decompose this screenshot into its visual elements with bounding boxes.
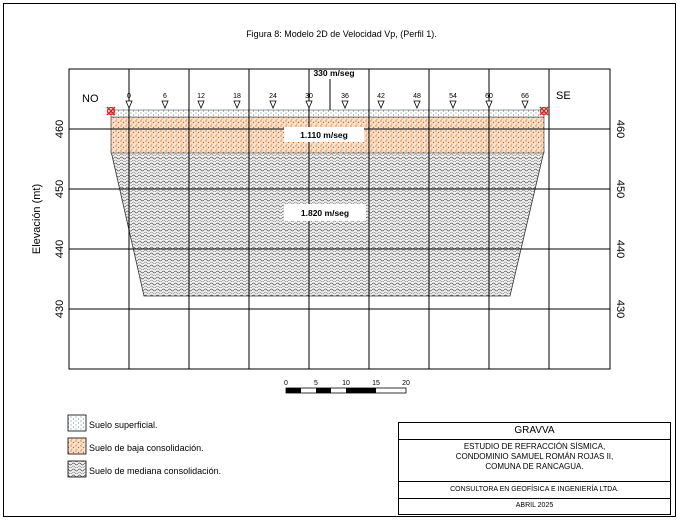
- geophone-labels: 0 6 12 18 24 30 36 42 48 54 60 66: [127, 93, 529, 100]
- velocity-label-surface: 330 m/seg: [313, 68, 354, 78]
- scale-tick: 10: [342, 380, 350, 387]
- title-block-date: ABRIL 2025: [515, 502, 554, 509]
- geophone-icon: [521, 100, 529, 110]
- figure-title: Figura 8: Modelo 2D de Velocidad Vp, (Pe…: [246, 29, 437, 39]
- model-frame: [68, 68, 611, 370]
- title-block-consultant: CONSULTORA EN GEOFÍSICA E INGENIERÍA LTD…: [399, 482, 670, 499]
- y-axis-label: Elevación (mt): [31, 184, 43, 254]
- legend-label-low: Suelo de baja consolidación.: [89, 443, 204, 453]
- velocity-label-medium: 1.820 m/seg: [301, 208, 349, 218]
- elevation-tick-left: 440: [54, 240, 66, 258]
- geophone-icon: [197, 100, 205, 110]
- geophone-icon: [305, 100, 313, 110]
- geophone-label: 60: [485, 93, 493, 100]
- title-block: GRAVVA ESTUDIO DE REFRACCIÓN SÍSMICA, CO…: [398, 422, 671, 515]
- geophone-label: 30: [305, 93, 313, 100]
- scale-tick: 20: [402, 380, 410, 387]
- title-block-company: GRAVVA: [399, 423, 670, 440]
- orientation-right: SE: [556, 90, 571, 102]
- elevation-tick-left: 450: [54, 180, 66, 198]
- elevation-tick-right: 460: [614, 120, 626, 138]
- scale-bar: 0 5 10 15 20: [284, 380, 410, 394]
- layer-medium-consolidation: [110, 150, 545, 297]
- layer-surface-soil: [110, 109, 545, 118]
- geophone-label: 66: [521, 93, 529, 100]
- geophone-icon: [341, 100, 349, 110]
- legend-label-medium: Suelo de mediana consolidación.: [89, 466, 221, 476]
- velocity-label-bg-low: [284, 127, 364, 142]
- geophone-label: 36: [341, 93, 349, 100]
- legend-label-surface: Suelo superficial.: [89, 420, 158, 430]
- geophone-label: 6: [163, 93, 167, 100]
- title-block-study: ESTUDIO DE REFRACCIÓN SÍSMICA, CONDOMINI…: [399, 439, 670, 482]
- elevation-tick-right: 450: [614, 180, 626, 198]
- velocity-label-low: 1.110 m/seg: [300, 130, 348, 140]
- vertical-grid: [128, 69, 550, 369]
- scale-tick: 15: [372, 380, 380, 387]
- legend-swatch-low: [67, 437, 87, 455]
- geophone-label: 12: [197, 93, 205, 100]
- legend-swatch-medium: [67, 460, 87, 478]
- study-line: ESTUDIO DE REFRACCIÓN SÍSMICA,: [463, 442, 606, 451]
- geophone-label: 0: [127, 93, 131, 100]
- geophone-label: 42: [377, 93, 385, 100]
- geophone-label: 18: [233, 93, 241, 100]
- geophone-icon: [377, 100, 385, 110]
- elevation-tick-right: 430: [614, 300, 626, 318]
- elevation-tick-left: 460: [54, 120, 66, 138]
- geophone-label: 54: [449, 93, 457, 100]
- geophone-label: 24: [269, 93, 277, 100]
- study-line: CONDOMINIO SAMUEL ROMÁN ROJAS II,: [455, 452, 614, 461]
- geophone-icon: [269, 100, 277, 110]
- page-frame: [3, 3, 676, 517]
- geophone-icon: [449, 100, 457, 110]
- shot-point-left-icon: [106, 106, 116, 116]
- shot-point-right-icon: [539, 106, 549, 116]
- velocity-label-bg-medium: [284, 204, 366, 221]
- geophone-icon: [485, 100, 493, 110]
- geophone-icon: [161, 100, 169, 110]
- geophone-icon: [233, 100, 241, 110]
- orientation-left: NO: [82, 93, 99, 105]
- legend-labels: Suelo superficial. Suelo de baja consoli…: [89, 420, 221, 476]
- geophone-markers: [125, 100, 529, 110]
- scale-tick: 5: [314, 380, 318, 387]
- elevation-ticks-right: 460 450 440 430: [614, 120, 626, 318]
- scale-tick: 0: [284, 380, 288, 387]
- geophone-label: 48: [413, 93, 421, 100]
- elevation-ticks-left: 460 450 440 430: [54, 120, 66, 318]
- legend-swatch-surface: [67, 414, 87, 432]
- study-line: COMUNA DE RANCAGUA.: [485, 462, 584, 471]
- elevation-tick-left: 430: [54, 300, 66, 318]
- geophone-icon: [413, 100, 421, 110]
- geophone-icon: [125, 100, 133, 110]
- elevation-tick-right: 440: [614, 240, 626, 258]
